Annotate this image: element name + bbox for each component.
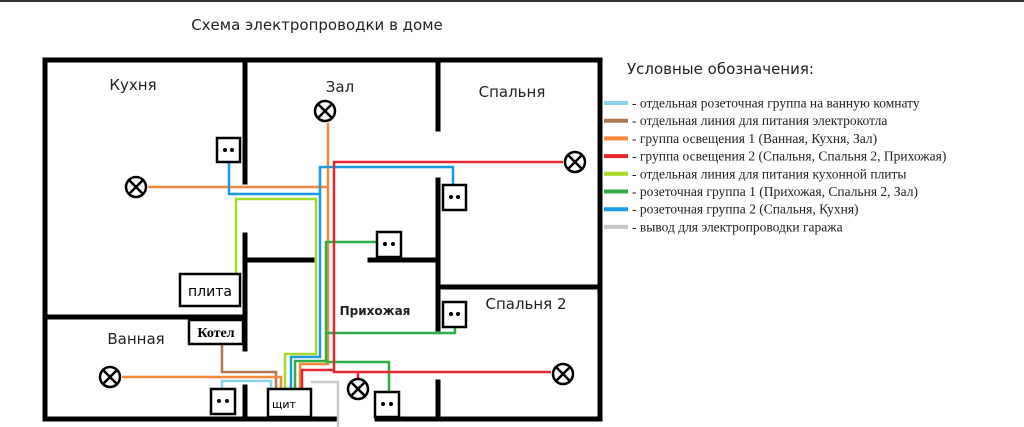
lamp-icon <box>313 99 337 123</box>
panel-label: щит <box>272 398 297 411</box>
legend-item: - розеточная группа 1 (Прихожая, Спальня… <box>604 184 918 199</box>
legend-label: - отдельная линия для питания кухонной п… <box>632 166 907 181</box>
legend-item: - вывод для электропроводки гаража <box>604 219 843 234</box>
wire-lightblue <box>220 379 273 389</box>
lamps <box>98 99 587 401</box>
boiler: Котел <box>187 318 245 346</box>
room-bathroom: Ванная <box>107 330 164 348</box>
boiler-label: Котел <box>197 326 234 341</box>
socket-icon <box>441 300 468 329</box>
legend-label: - отдельная линия для питания электрокот… <box>632 113 887 128</box>
sockets <box>209 136 468 419</box>
lamp-icon <box>551 362 575 386</box>
walls <box>42 57 603 422</box>
legend-label: - розеточная группа 1 (Прихожая, Спальня… <box>632 184 918 199</box>
room-labels: Кухня Зал Спальня Спальня 2 Прихожая Ван… <box>107 76 566 348</box>
lamp-icon <box>124 175 148 199</box>
legend-item: - группа освещения 2 (Спальня, Спальня 2… <box>604 149 946 164</box>
stove: плита <box>178 272 242 308</box>
legend-label: - вывод для электропроводки гаража <box>632 219 843 234</box>
legend-item: - отдельная розеточная группа на ванную … <box>604 96 920 111</box>
legend-item: - отдельная линия для питания электрокот… <box>604 113 887 128</box>
legend-label: - группа освещения 1 (Ванная, Кухня, Зал… <box>632 131 877 146</box>
lamp-icon <box>563 150 587 174</box>
socket-icon <box>375 230 403 259</box>
wires <box>122 123 563 427</box>
room-kitchen: Кухня <box>109 76 156 94</box>
legend-label: - группа освещения 2 (Спальня, Спальня 2… <box>632 149 946 164</box>
diagram-title: Схема электропроводки в доме <box>191 16 443 34</box>
legend-item: - отдельная линия для питания кухонной п… <box>604 166 907 181</box>
stove-label: плита <box>188 284 232 300</box>
room-hallway: Прихожая <box>340 304 411 318</box>
legend-item: - группа освещения 1 (Ванная, Кухня, Зал… <box>604 131 877 146</box>
room-bedroom2: Спальня 2 <box>485 295 566 313</box>
lamp-icon <box>346 377 370 401</box>
socket-icon <box>441 183 468 212</box>
panel: щит <box>266 387 313 419</box>
legend-item: - розеточная группа 2 (Спальня, Кухня) <box>604 202 859 217</box>
room-bedroom: Спальня <box>479 83 546 101</box>
legend-label: - отдельная розеточная группа на ванную … <box>632 96 920 111</box>
legend-heading: Условные обозначения: <box>627 60 814 78</box>
wire-yellowgreen <box>234 197 318 389</box>
lamp-icon <box>98 365 122 389</box>
legend: Условные обозначения: - отдельная розето… <box>604 60 946 234</box>
wire-brown <box>220 344 278 389</box>
socket-icon <box>209 387 237 416</box>
socket-icon <box>215 136 242 164</box>
room-hall: Зал <box>326 78 354 96</box>
wire-gray <box>311 380 340 427</box>
wire-blue <box>227 162 455 196</box>
wire-red <box>332 160 563 374</box>
socket-icon <box>373 390 401 419</box>
legend-label: - розеточная группа 2 (Спальня, Кухня) <box>632 202 859 217</box>
